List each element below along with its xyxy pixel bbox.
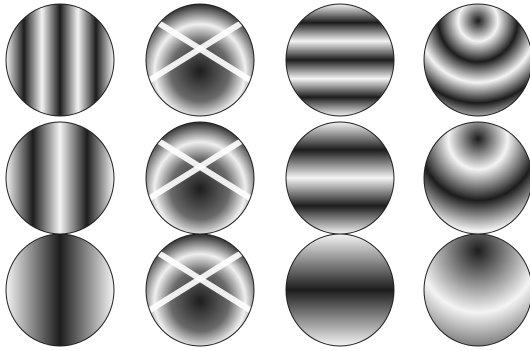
sphere-r2c2 (146, 122, 254, 234)
sphere-r1c2 (146, 4, 254, 116)
sphere-r3c1 (6, 234, 114, 346)
sphere-r2c1 (6, 122, 114, 234)
sphere-r3c3 (286, 234, 394, 346)
sphere-r1c1 (6, 4, 114, 116)
sphere-r2c3 (286, 122, 394, 234)
sphere-grid (6, 4, 530, 346)
sphere-r1c3 (286, 4, 394, 116)
sphere-r2c4 (424, 122, 530, 234)
sphere-r3c2 (146, 234, 254, 346)
sphere-r3c4 (424, 234, 530, 346)
sphere-r1c4 (424, 4, 530, 116)
